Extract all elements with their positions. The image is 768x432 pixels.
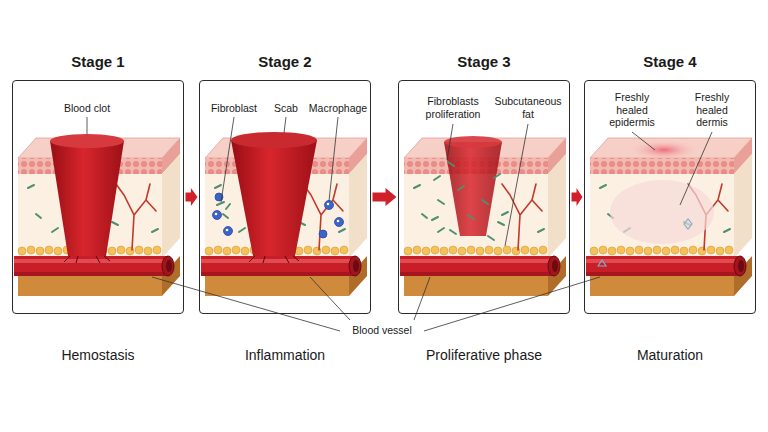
part-label: Subcutaneous fat [489,95,567,120]
stage-panel: Stage 2Inflammation [199,80,371,314]
stage-panel: Stage 1Hemostasis [12,80,184,314]
part-label: Fibroblasts proliferation [413,95,493,120]
phase-caption: Hemostasis [0,347,213,364]
stage-arrow [373,188,397,206]
stage-title: Stage 2 [180,53,390,71]
part-label: Scab [266,102,306,115]
leader-lines [87,117,712,331]
stage-title: Stage 3 [379,53,589,71]
stage-title: Stage 4 [565,53,768,71]
part-label: Blood clot [47,102,127,115]
part-label: Freshly healed dermis [680,91,744,129]
stage-title: Stage 1 [0,53,203,71]
part-label: Blood vessel [342,324,422,337]
phase-caption: Maturation [555,347,768,364]
part-label: Fibroblast [204,102,264,115]
stage-arrow [572,188,583,206]
phase-caption: Proliferative phase [369,347,599,364]
stage-panel: Stage 4Maturation [584,80,756,314]
phase-caption: Inflammation [170,347,400,364]
stage-panel: Stage 3Proliferative phase [398,80,570,314]
stage-arrow [186,188,198,206]
part-label: Freshly healed epidermis [600,91,664,129]
part-label: Macrophage [305,102,371,115]
